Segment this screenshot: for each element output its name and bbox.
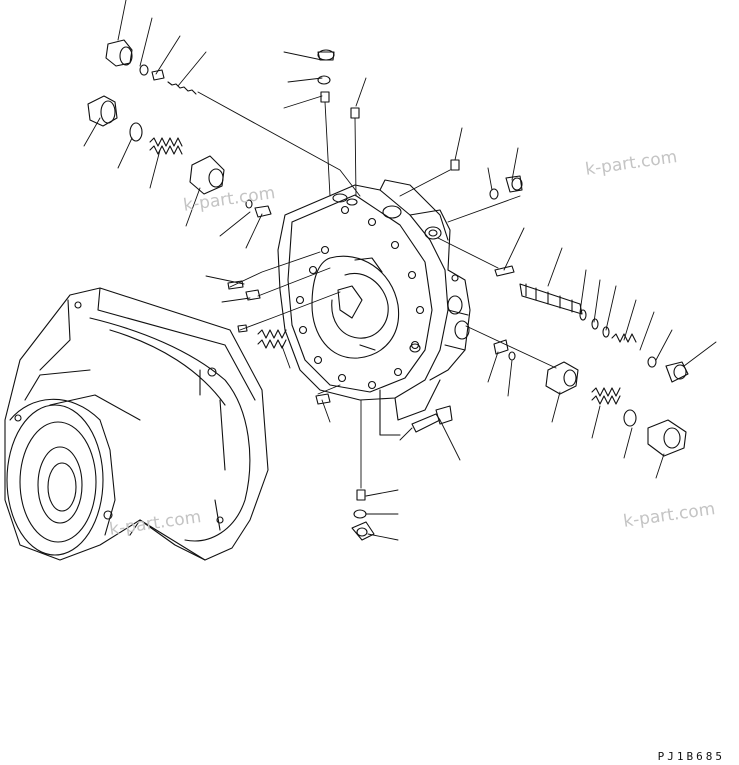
drawing-code: PJ1B685 <box>657 750 725 763</box>
leader-lines <box>84 0 716 540</box>
upper-left-parts <box>88 40 522 217</box>
motor-case <box>278 180 470 435</box>
final-drive-housing <box>5 288 268 560</box>
left-small-parts <box>228 281 452 540</box>
right-spool-assembly <box>494 266 688 456</box>
